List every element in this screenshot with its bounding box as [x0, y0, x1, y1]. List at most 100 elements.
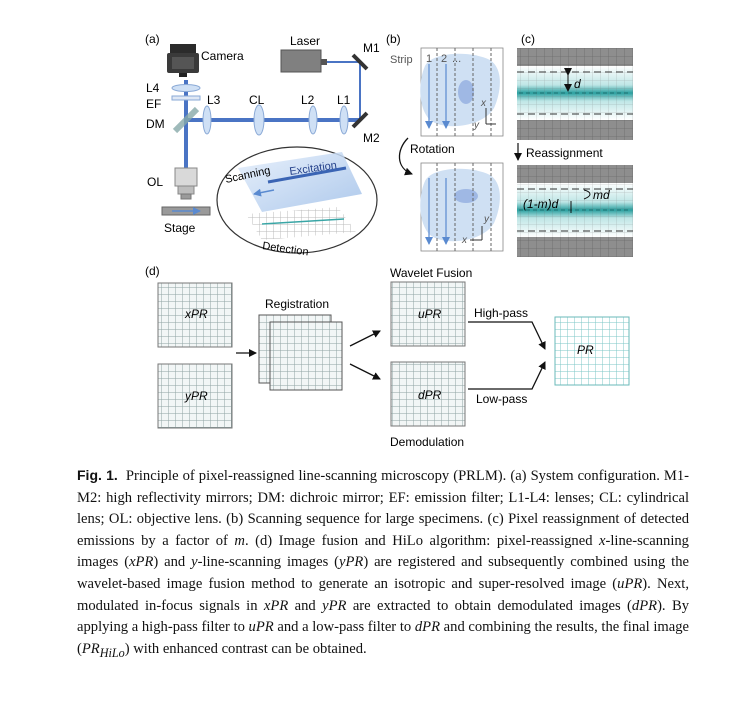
rotation-label: Rotation [410, 142, 455, 156]
lens-l2 [308, 105, 318, 135]
lens-l3 [202, 105, 212, 135]
caption-text-7: ). Next, modulated in-focus signals in [77, 575, 689, 614]
demodulation-label: Demodulation [390, 435, 464, 449]
caption-text-8: and [288, 597, 323, 614]
caption-text-9: are extracted to obtain demodulated imag… [346, 597, 632, 614]
emission-filter [171, 95, 201, 101]
caption-text-3: -line-scanning images ( [77, 532, 689, 571]
caption-dpr-1: dPR [631, 597, 658, 614]
stage-label: Stage [164, 221, 196, 235]
pr-main: PR [577, 343, 594, 357]
cylindrical-lens [253, 104, 265, 136]
m2-label: M2 [363, 131, 380, 145]
l1-label: L1 [337, 93, 351, 107]
caption-y: y [191, 554, 198, 571]
registration-stack [258, 314, 343, 391]
cl-label: CL [249, 93, 265, 107]
caption-xpr-2: xPR [263, 597, 289, 614]
low-pass-label: Low-pass [476, 392, 527, 406]
band-before-reassignment [517, 48, 633, 140]
caption-upr-2: uPR [248, 619, 274, 636]
ypr-label: yPR [184, 389, 208, 403]
figure-label: Fig. 1. [77, 467, 118, 483]
high-pass-arrow [468, 321, 546, 350]
mirror-m1 [351, 53, 369, 71]
panel-c: (c) d Reassignment (1-m)d [514, 32, 633, 257]
high-pass-label: High-pass [474, 306, 528, 320]
caption-text-13: ) with enhanced contrast can be obtained… [124, 640, 367, 657]
pr-hilo-image [554, 316, 630, 386]
caption-xpr-1: xPR [129, 554, 154, 571]
caption-text-6: ) are registered and subsequently combin… [77, 554, 689, 592]
caption-text-11: and a low-pass filter to [273, 619, 415, 636]
caption-upr-1: uPR [617, 575, 643, 592]
caption-text-10: ). By applying a high-pass filter to [77, 597, 690, 636]
d-label: d [574, 77, 581, 91]
l2-label: L2 [301, 93, 315, 107]
dpr-label: dPR [418, 388, 442, 402]
caption-hilo: HiLo [99, 645, 125, 660]
panel-d-label: (d) [145, 264, 160, 278]
excitation-inset [216, 146, 378, 254]
strip-number-2: 2 [441, 53, 447, 65]
panel-b-label: (b) [386, 32, 401, 46]
rotation-arrow [398, 137, 413, 176]
panel-d: (d) xPR yPR Registration Wavelet Fusion … [145, 264, 630, 449]
specimen-top [420, 47, 504, 137]
ef-label: EF [146, 97, 161, 111]
dichroic-mirror [172, 106, 200, 134]
camera-label: Camera [201, 49, 244, 63]
strip-number-1: 1 [426, 53, 432, 65]
xpr-label: xPR [184, 307, 208, 321]
caption-text-12: and combining the results, the final ima… [77, 619, 689, 657]
lens-l1 [339, 105, 349, 135]
upr-image [390, 281, 466, 347]
laser [280, 49, 327, 73]
figure-caption: Fig. 1. Principle of pixel-reassigned li… [77, 465, 689, 664]
pr-hilo-label: PR [577, 343, 594, 357]
strip-dots: ... [452, 53, 461, 65]
band-after-reassignment [517, 165, 633, 257]
figure: (a) Camera Laser M1 [145, 32, 633, 449]
lens-l4 [171, 84, 201, 92]
registration-label: Registration [265, 297, 329, 311]
axis-y-bottom: y [483, 214, 490, 225]
panel-a-label: (a) [145, 32, 160, 46]
reassignment-label: Reassignment [526, 146, 603, 160]
panel-a: (a) Camera Laser M1 [145, 32, 380, 258]
caption-ypr-2: yPR [322, 597, 347, 614]
stage [161, 206, 211, 216]
l3-label: L3 [207, 93, 221, 107]
axis-x-top: x [480, 98, 487, 109]
ypr-image [157, 363, 233, 429]
one-minus-md-label: (1-m)d [523, 197, 559, 211]
strip-label: Strip [390, 54, 413, 66]
l4-label: L4 [146, 81, 160, 95]
camera [167, 44, 199, 77]
caption-text-5: -line-scanning images ( [197, 554, 340, 571]
panel-b: (b) Strip 1 2 ... x y Rotation [386, 32, 504, 252]
laser-label: Laser [290, 34, 320, 48]
caption-dpr-2: dPR [414, 619, 440, 636]
caption-pr: PR [81, 640, 100, 657]
md-label: md [593, 188, 610, 202]
axis-y-top: y [473, 120, 480, 131]
arrow-to-upr [349, 330, 381, 347]
caption-x: x [599, 532, 606, 549]
wavelet-fusion-label: Wavelet Fusion [390, 266, 472, 280]
caption-m: m [234, 532, 245, 549]
xpr-image [157, 282, 233, 348]
caption-text-1: Principle of pixel-reassigned line-scann… [77, 468, 689, 549]
panel-c-label: (c) [521, 32, 535, 46]
ol-label: OL [147, 175, 163, 189]
objective-lens [174, 167, 198, 200]
specimen-bottom [420, 162, 504, 252]
dm-label: DM [146, 117, 165, 131]
mirror-m2 [351, 111, 369, 129]
caption-text-2: . (d) Image fusion and HiLo algorithm: p… [244, 532, 600, 549]
axis-x-bottom: x [461, 235, 468, 246]
caption-text-4: ) and [153, 554, 192, 571]
arrow-to-dpr [349, 363, 381, 380]
upr-label: uPR [418, 307, 442, 321]
caption-ypr-1: yPR [339, 554, 364, 571]
